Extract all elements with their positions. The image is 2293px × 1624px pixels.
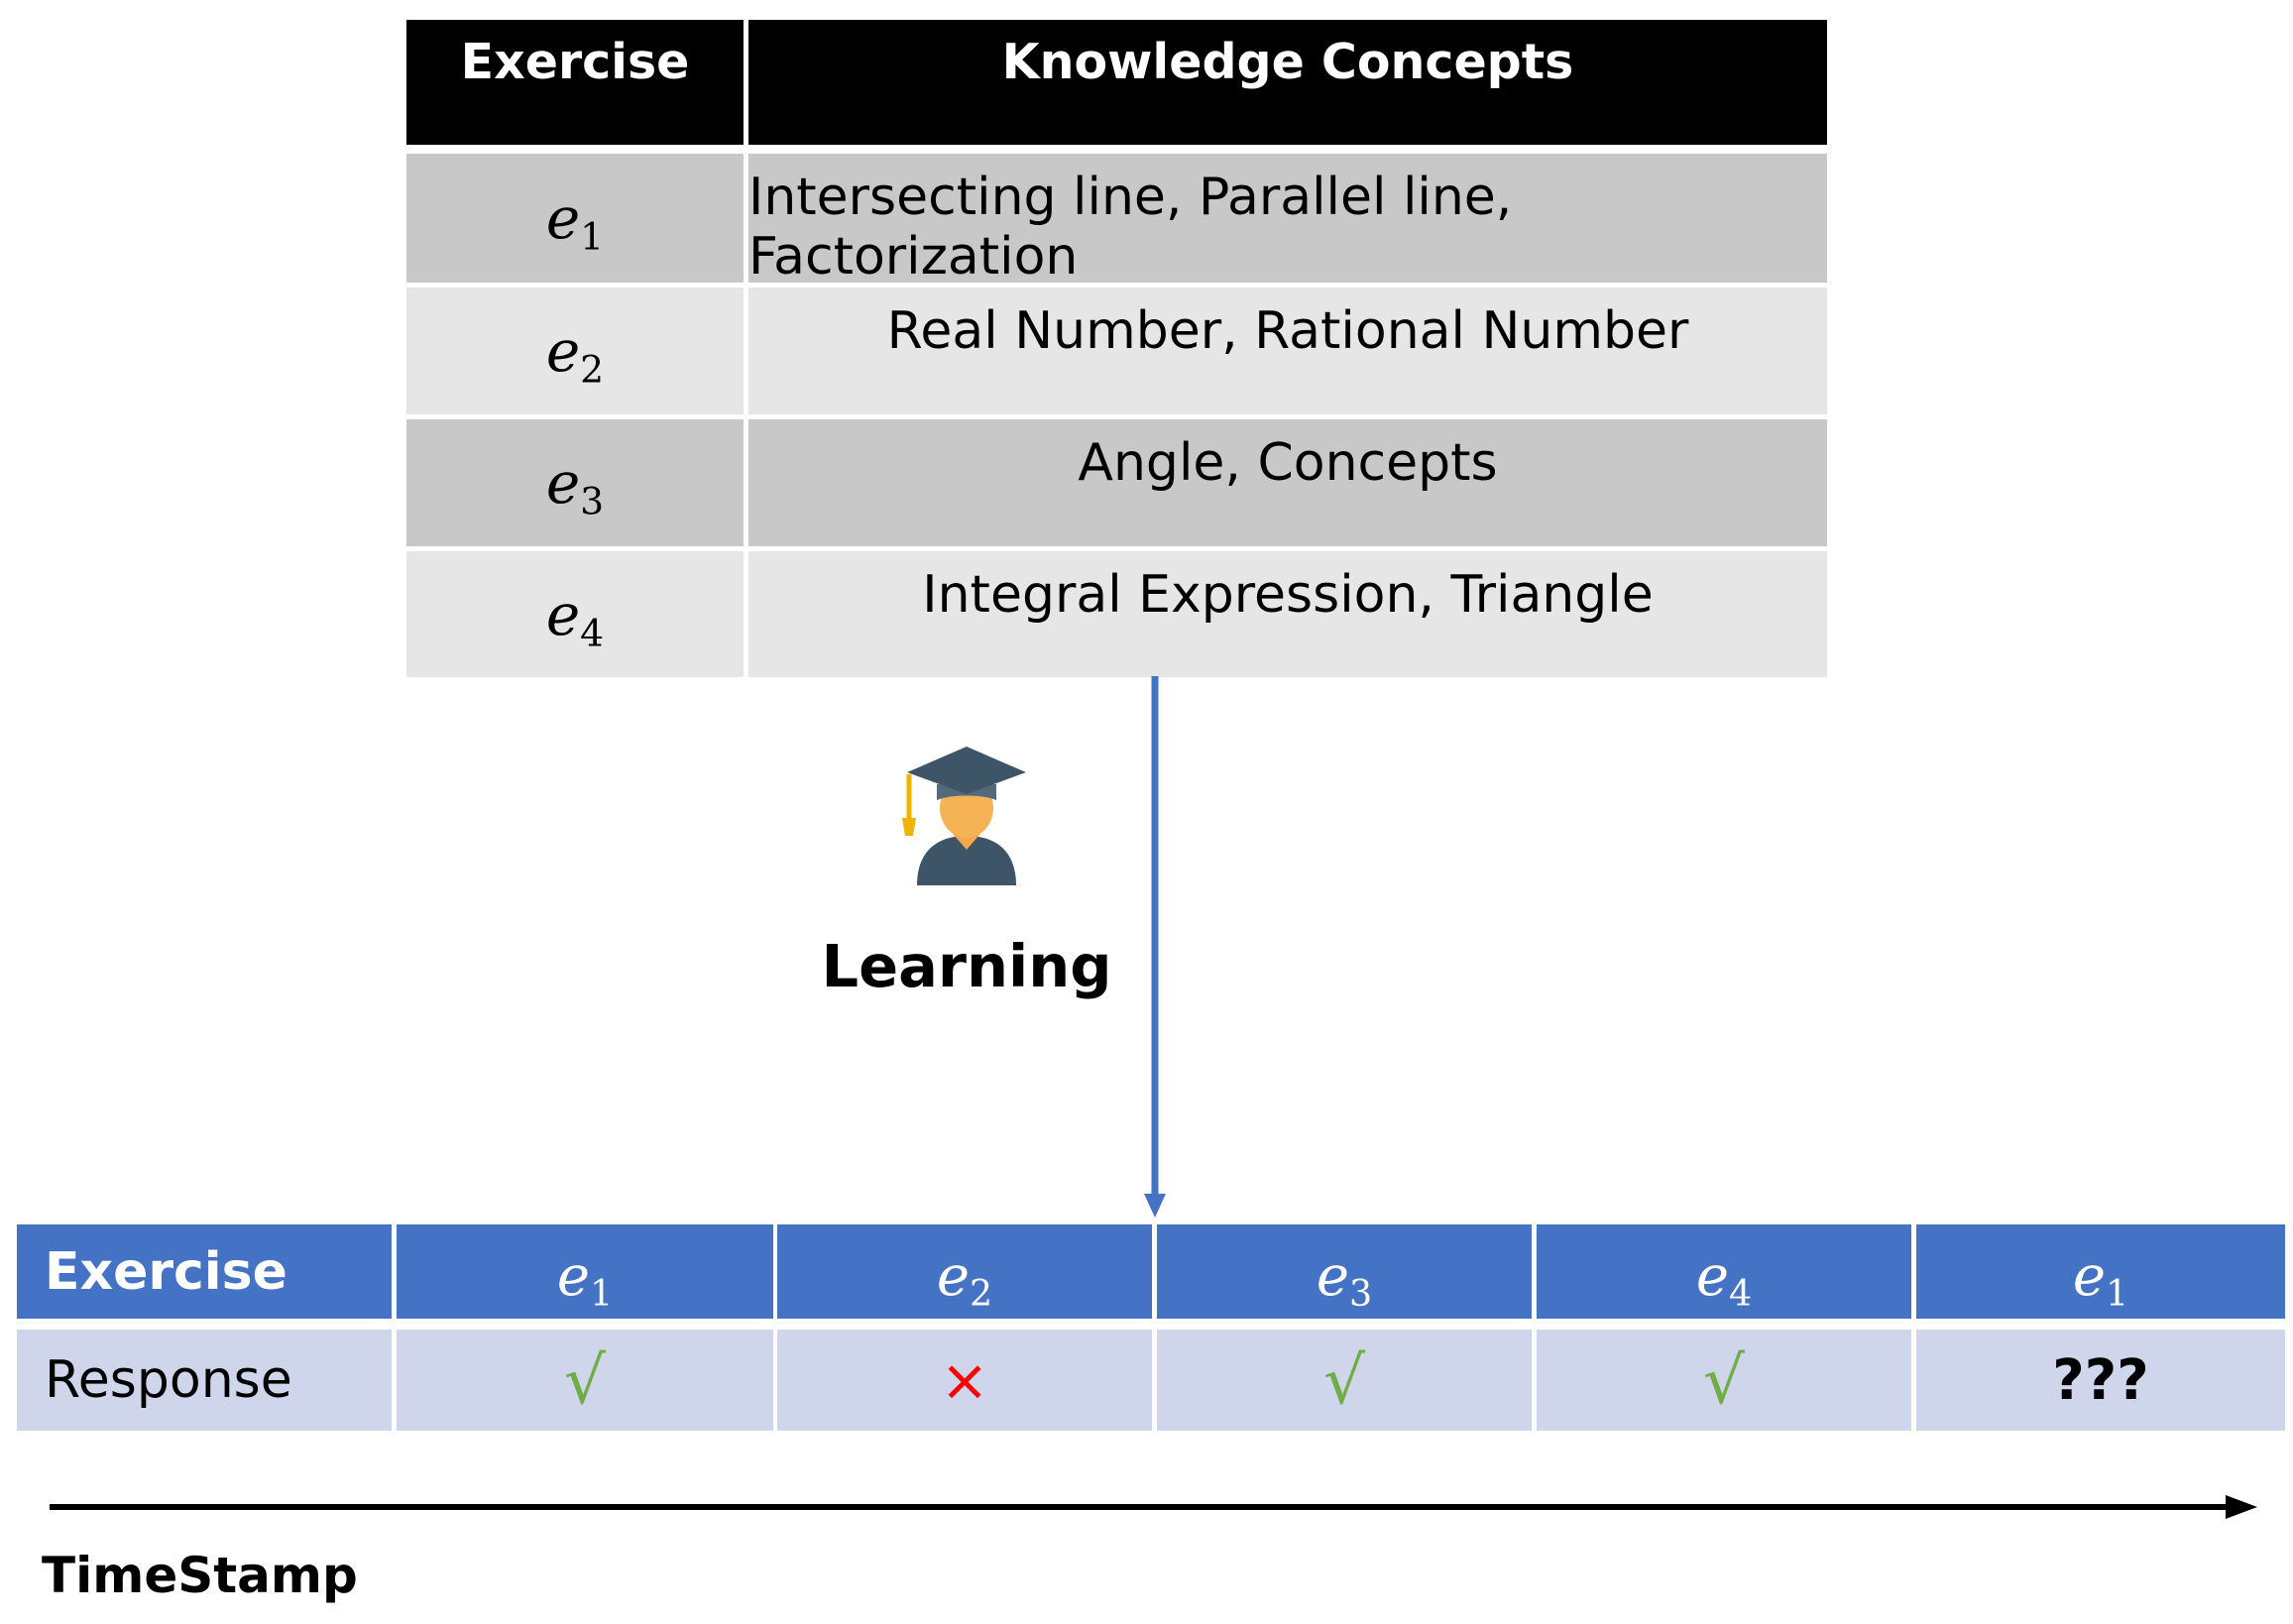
correct-check-icon: √ bbox=[563, 1341, 607, 1419]
timeline-exercise-cell: e1 bbox=[1916, 1224, 2285, 1319]
table-row-exercise: e2 bbox=[406, 288, 744, 414]
correct-check-icon: √ bbox=[1702, 1341, 1746, 1419]
incorrect-cross-icon: × bbox=[940, 1346, 989, 1414]
timeline-exercise-cell: e3 bbox=[1157, 1224, 1532, 1319]
response-cell: √ bbox=[397, 1330, 773, 1431]
header-exercise-label: Exercise bbox=[460, 34, 690, 90]
exercise-symbol: e3 bbox=[545, 449, 605, 523]
correct-check-icon: √ bbox=[1322, 1341, 1366, 1419]
timeline-exercise-cell: e2 bbox=[777, 1224, 1152, 1319]
table-row-concepts: Integral Expression, Triangle bbox=[748, 551, 1827, 677]
graduate-student-icon bbox=[902, 747, 1026, 885]
table-row-exercise: e1 bbox=[406, 154, 744, 283]
timestamp-label: TimeStamp bbox=[42, 1547, 358, 1604]
table-row-concepts: Intersecting line, Parallel line, Factor… bbox=[748, 154, 1827, 287]
row-label-exercise: Exercise bbox=[17, 1224, 392, 1319]
response-cell: √ bbox=[1537, 1330, 1911, 1431]
row-label-response: Response bbox=[17, 1330, 392, 1431]
concepts-text: Angle, Concepts bbox=[1078, 433, 1498, 493]
timeline-exercise-cell: e4 bbox=[1537, 1224, 1911, 1319]
concepts-text: Intersecting line, Parallel line, Factor… bbox=[748, 168, 1513, 287]
response-cell: ??? bbox=[1916, 1330, 2285, 1431]
table-header-knowledge-concepts: Knowledge Concepts bbox=[748, 20, 1827, 145]
table-header-exercise: Exercise bbox=[406, 20, 744, 145]
exercise-symbol: e4 bbox=[545, 580, 605, 654]
exercise-symbol: e2 bbox=[545, 317, 605, 392]
concepts-text: Integral Expression, Triangle bbox=[922, 565, 1654, 625]
learning-label: Learning bbox=[821, 932, 1112, 1000]
table-row-concepts: Real Number, Rational Number bbox=[748, 288, 1827, 414]
timeline-exercise-cell: e1 bbox=[397, 1224, 773, 1319]
learning-arrow bbox=[1144, 676, 1166, 1218]
concepts-text: Real Number, Rational Number bbox=[886, 301, 1689, 361]
timestamp-axis-arrow bbox=[50, 1495, 2257, 1519]
header-concepts-label: Knowledge Concepts bbox=[1001, 34, 1574, 90]
response-cell: × bbox=[777, 1330, 1152, 1431]
table-row-concepts: Angle, Concepts bbox=[748, 419, 1827, 546]
response-cell: √ bbox=[1157, 1330, 1532, 1431]
unknown-response-label: ??? bbox=[2052, 1347, 2149, 1413]
exercise-symbol: e1 bbox=[545, 184, 605, 259]
table-row-exercise: e4 bbox=[406, 551, 744, 677]
table-row-exercise: e3 bbox=[406, 419, 744, 546]
